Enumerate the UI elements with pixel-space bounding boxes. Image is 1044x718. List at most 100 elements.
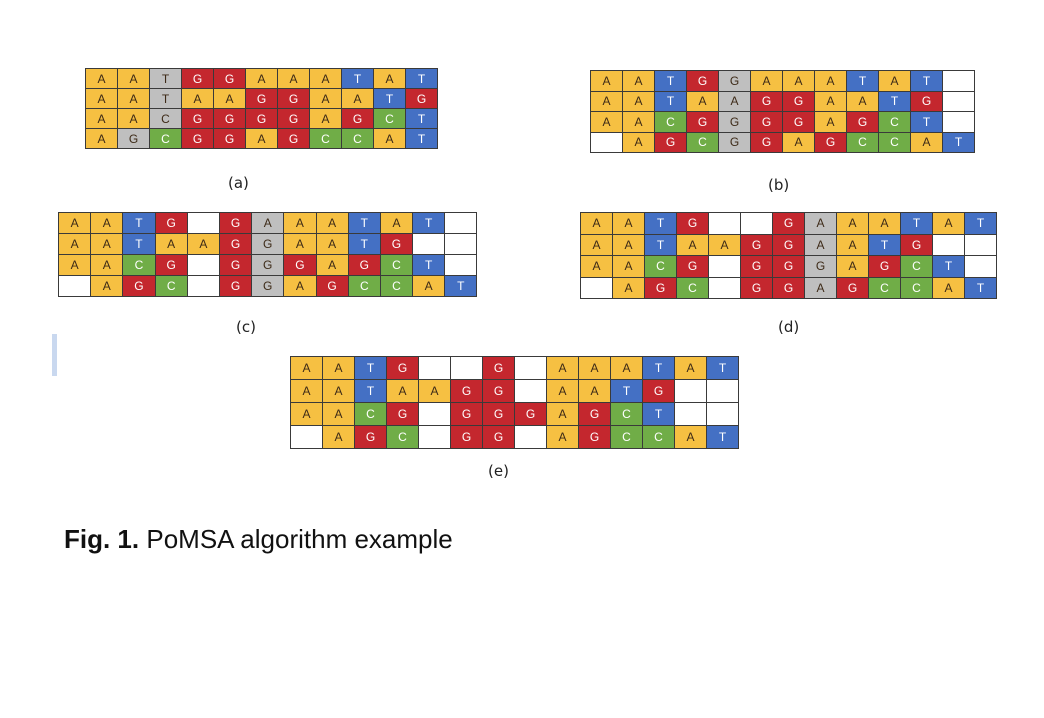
- base-cell-g: G: [218, 212, 253, 234]
- gap-cell: [450, 356, 483, 380]
- base-cell-a: A: [814, 111, 847, 133]
- base-cell-a: A: [154, 233, 188, 255]
- base-cell-g: G: [315, 275, 349, 297]
- panel-b-label: (b): [768, 176, 790, 194]
- base-cell-t: T: [347, 233, 381, 255]
- base-cell-a: A: [322, 379, 355, 403]
- base-cell-t: T: [868, 233, 901, 256]
- base-cell-g: G: [181, 68, 214, 89]
- base-cell-g: G: [782, 111, 815, 133]
- base-cell-t: T: [405, 108, 438, 129]
- base-cell-t: T: [405, 128, 438, 149]
- base-cell-a: A: [674, 356, 707, 380]
- base-cell-c: C: [900, 276, 933, 299]
- base-cell-a: A: [245, 68, 278, 89]
- base-cell-a: A: [373, 68, 406, 89]
- base-cell-t: T: [354, 379, 387, 403]
- base-cell-t: T: [405, 68, 438, 89]
- base-cell-g: G: [341, 108, 374, 129]
- base-cell-c: C: [654, 111, 687, 133]
- base-cell-g: G: [686, 70, 719, 92]
- gap-cell: [580, 276, 613, 299]
- base-cell-g: G: [251, 254, 285, 276]
- caption-text: PoMSA algorithm example: [146, 524, 453, 554]
- base-cell-c: C: [373, 108, 406, 129]
- base-cell-a: A: [910, 131, 943, 153]
- base-cell-a: A: [90, 275, 124, 297]
- base-cell-a: A: [117, 68, 150, 89]
- base-cell-g: G: [578, 402, 611, 426]
- base-cell-g: G: [718, 70, 751, 92]
- base-cell-a: A: [277, 68, 310, 89]
- base-cell-t: T: [610, 379, 643, 403]
- base-cell-a: A: [610, 356, 643, 380]
- base-cell-g: G: [450, 425, 483, 449]
- base-cell-a: A: [251, 212, 285, 234]
- base-cell-g: G: [772, 233, 805, 256]
- gap-cell: [932, 233, 965, 256]
- base-cell-a: A: [418, 379, 451, 403]
- base-cell-g: G: [277, 108, 310, 129]
- base-cell-t: T: [412, 254, 446, 276]
- base-cell-g: G: [644, 276, 677, 299]
- base-cell-g: G: [450, 379, 483, 403]
- base-cell-t: T: [706, 425, 739, 449]
- base-cell-a: A: [309, 68, 342, 89]
- base-cell-t: T: [654, 90, 687, 112]
- base-cell-a: A: [804, 233, 837, 256]
- base-cell-a: A: [90, 254, 124, 276]
- base-cell-g: G: [181, 128, 214, 149]
- base-cell-a: A: [622, 70, 655, 92]
- base-cell-g: G: [846, 111, 879, 133]
- base-cell-a: A: [676, 233, 709, 256]
- base-cell-g: G: [740, 276, 773, 299]
- base-cell-a: A: [245, 128, 278, 149]
- gap-cell: [186, 212, 220, 234]
- base-cell-t: T: [444, 275, 478, 297]
- base-cell-t: T: [642, 356, 675, 380]
- gap-cell: [186, 254, 220, 276]
- base-cell-t: T: [964, 276, 997, 299]
- base-cell-a: A: [580, 255, 613, 278]
- base-cell-c: C: [379, 254, 414, 276]
- base-cell-a: A: [612, 276, 645, 299]
- base-cell-a: A: [186, 233, 220, 255]
- base-cell-g: G: [245, 88, 278, 109]
- base-cell-a: A: [580, 233, 613, 256]
- base-cell-g: G: [277, 128, 310, 149]
- base-cell-g: G: [750, 111, 783, 133]
- gap-cell: [708, 255, 741, 278]
- base-cell-g: G: [218, 275, 253, 297]
- gap-cell: [444, 233, 478, 255]
- base-cell-a: A: [546, 402, 579, 426]
- base-cell-g: G: [482, 356, 515, 380]
- base-cell-a: A: [57, 254, 92, 276]
- base-cell-a: A: [309, 108, 342, 129]
- base-cell-g: G: [213, 128, 246, 149]
- base-cell-a: A: [836, 255, 869, 278]
- base-cell-a: A: [213, 88, 246, 109]
- gap-cell: [57, 275, 92, 297]
- base-cell-a: A: [283, 233, 317, 255]
- base-cell-a: A: [612, 212, 645, 235]
- base-cell-a: A: [590, 111, 623, 133]
- base-cell-c: C: [868, 276, 901, 299]
- base-cell-t: T: [932, 255, 965, 278]
- panel-e-label: (e): [488, 462, 509, 480]
- base-cell-g: G: [251, 275, 285, 297]
- base-cell-g: G: [686, 111, 719, 133]
- base-cell-c: C: [676, 276, 709, 299]
